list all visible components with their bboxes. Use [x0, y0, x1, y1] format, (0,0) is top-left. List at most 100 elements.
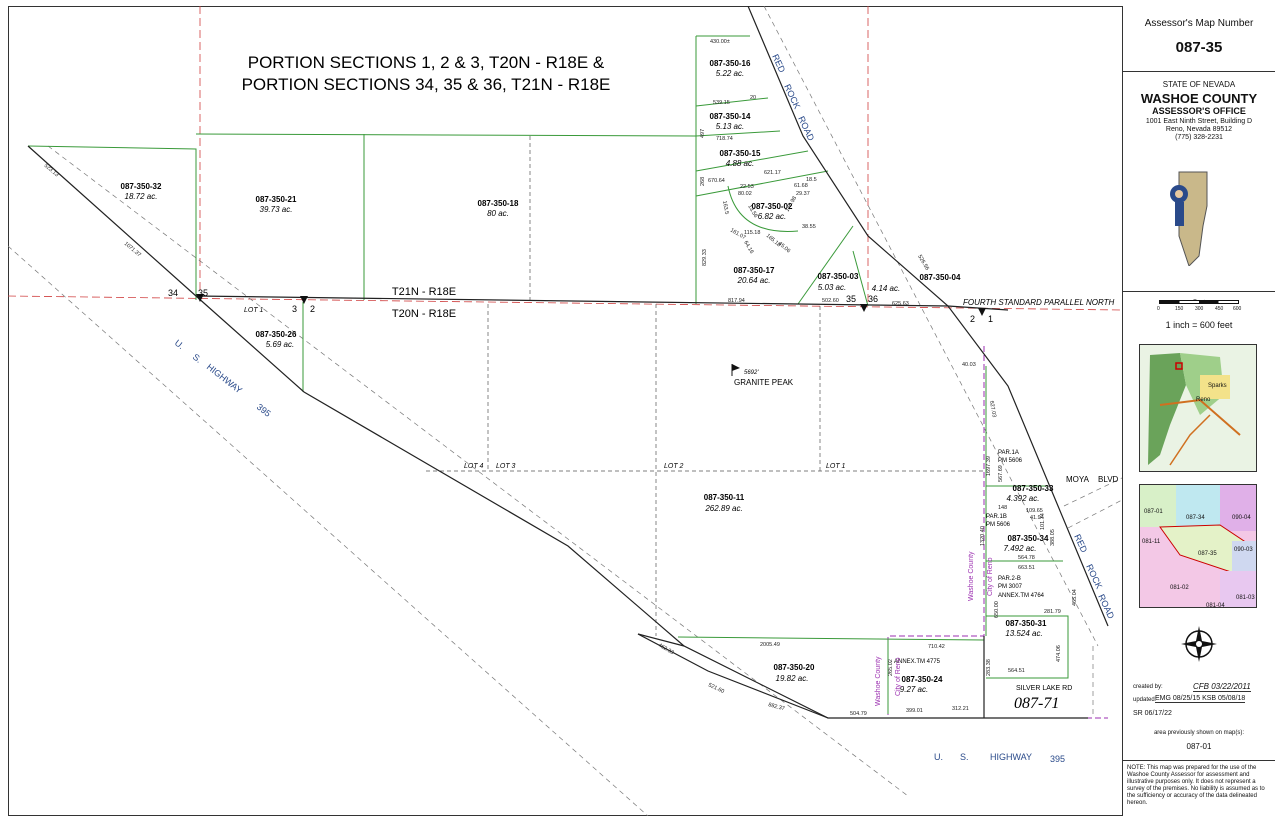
index-map-number[interactable]: 087-35	[1198, 551, 1217, 557]
dimension: 710.42	[928, 644, 945, 650]
annex-label: ANNEX.TM 4775	[894, 659, 941, 665]
parcel-id[interactable]: 087-350-31	[1006, 619, 1047, 628]
parcel-area: 7.492 ac.	[1004, 544, 1037, 553]
parcel-id[interactable]: 087-350-14	[710, 112, 751, 121]
dimension: 621.17	[764, 170, 781, 176]
dimension: 109.65	[1026, 508, 1043, 514]
map-number: 087-35	[1175, 39, 1223, 56]
dimension: 718.74	[716, 136, 733, 142]
updated-label: updated:	[1133, 697, 1157, 703]
par-label: PAR.2-B	[998, 576, 1021, 582]
previous-map-value: 087-01	[1186, 742, 1212, 751]
dimension: 430.00±	[710, 39, 730, 45]
road-lines	[27, 6, 1109, 719]
county-boundary-label: Washoe County	[875, 656, 882, 706]
parcel-area: 262.89 ac.	[704, 504, 742, 513]
adjacent-map-number[interactable]: 087-71	[1014, 695, 1059, 712]
index-map-number[interactable]: 090-04	[1232, 515, 1251, 521]
parcel-map[interactable]: PORTION SECTIONS 1, 2 & 3, T20N - R18E &…	[8, 6, 1122, 816]
highway-label: S.	[960, 752, 969, 762]
parcel-id[interactable]: 087-350-18	[478, 199, 519, 208]
index-map-number[interactable]: 081-11	[1142, 539, 1161, 545]
parcel-id[interactable]: 087-350-21	[256, 195, 297, 204]
dimension: 29.37	[796, 191, 810, 197]
dimension: 627.03	[988, 400, 997, 418]
parcel-id[interactable]: 087-350-24	[902, 675, 943, 684]
section-number: 34	[168, 288, 178, 298]
parcel-id[interactable]: 087-350-03	[818, 272, 859, 281]
dimension: 539.15	[713, 100, 730, 106]
parcel-id[interactable]: 087-350-15	[720, 149, 761, 158]
par-label: PAR.1A	[998, 450, 1019, 456]
parcel-labels[interactable]: 087-350-32 18.72 ac. 087-350-21 39.73 ac…	[121, 59, 1054, 694]
parcel-id[interactable]: 087-350-02	[752, 202, 793, 211]
dimension: 521.60	[707, 682, 725, 695]
city-boundary-label: City of Reno	[987, 557, 994, 596]
dimension: 650.00	[994, 601, 1000, 618]
index-map-number[interactable]: 090-03	[1234, 547, 1253, 553]
dimension: 523.13	[43, 163, 60, 178]
section-number: 36	[868, 294, 878, 304]
previous-map-label: area previously shown on map(s):	[1153, 730, 1245, 736]
section-lines	[8, 6, 1122, 311]
road-label-moya: MOYA	[1066, 475, 1090, 484]
highway-label: S.	[191, 352, 204, 365]
dimension: 20	[750, 95, 756, 101]
parcel-id[interactable]: 087-350-32	[121, 182, 162, 191]
parcel-id[interactable]: 087-350-26	[256, 330, 297, 339]
previous-map-box: area previously shown on map(s): 087-01	[1123, 730, 1275, 760]
dimension: 474.06	[1056, 645, 1062, 662]
map-number-label: Assessor's Map Number	[1144, 18, 1254, 29]
index-map-number[interactable]: 081-03	[1236, 595, 1255, 601]
dimension: 283.38	[986, 659, 992, 676]
parcel-id[interactable]: 087-350-33	[1013, 484, 1054, 493]
dimension: 268	[700, 177, 706, 186]
granite-peak-flag-icon	[731, 364, 740, 376]
parcel-id[interactable]: 087-350-16	[710, 59, 751, 68]
parcel-lines	[27, 35, 1069, 714]
dimension: 399.01	[906, 708, 923, 714]
dimension: 564.78	[1018, 555, 1035, 561]
parcel-area: 9.27 ac.	[900, 685, 928, 694]
parcel-id[interactable]: 087-350-04	[920, 273, 961, 282]
lot-label: LOT 1	[826, 463, 846, 470]
index-map-number[interactable]: 087-34	[1186, 515, 1205, 521]
parcel-id[interactable]: 087-350-34	[1008, 534, 1049, 543]
county-label: WASHOE COUNTY	[1140, 91, 1258, 106]
dimension: 817.94	[728, 298, 745, 304]
dimension-labels: 523.13 1071.37 430.00± 539.15 20 718.74 …	[43, 39, 1078, 717]
road-label-red-rock: ROCK	[782, 83, 802, 111]
dimension: 22.53	[740, 184, 754, 190]
road-label-red-rock: ROAD	[1096, 593, 1116, 621]
pm-label: PM 3007	[998, 584, 1023, 590]
annex-label: ANNEX.TM 4764	[998, 593, 1045, 599]
parcel-area: 80 ac.	[487, 209, 509, 218]
dimension: 1320.40	[980, 526, 986, 546]
highway-label: 395	[255, 402, 273, 419]
dimension: 625.63	[892, 301, 909, 307]
dimension: 41.94	[1030, 515, 1044, 521]
lot-label: LOT 2	[664, 463, 684, 470]
address-line-1: 1001 East Ninth Street, Building D	[1145, 118, 1253, 125]
scale-tick: 300	[1195, 306, 1204, 312]
parcel-area: 20.64 ac.	[737, 276, 771, 285]
revision-box: created by: CFB 03/22/2011 updated: EMG …	[1123, 678, 1275, 722]
office-box: STATE OF NEVADA WASHOE COUNTY ASSESSOR'S…	[1123, 72, 1275, 306]
parcel-area: 4.14 ac.	[872, 284, 900, 293]
county-boundary-label: Washoe County	[968, 551, 975, 601]
highway-label: HIGHWAY	[990, 752, 1032, 762]
parcel-id[interactable]: 087-350-17	[734, 266, 775, 275]
index-map-number[interactable]: 081-02	[1170, 585, 1189, 591]
parcel-id[interactable]: 087-350-11	[704, 493, 745, 502]
section-number: 35	[198, 288, 208, 298]
index-map-number[interactable]: 081-04	[1206, 603, 1225, 609]
index-map-number[interactable]: 087-01	[1144, 509, 1163, 515]
index-map[interactable]: 087-01 087-34 090-04 081-11 087-35 090-0…	[1139, 484, 1257, 609]
parcel-area: 18.72 ac.	[125, 192, 158, 201]
parcel-area: 5.03 ac.	[818, 283, 846, 292]
scale-box: 0 150 300 450 600 1 inch = 600 feet	[1123, 292, 1275, 336]
highway-label: HIGHWAY	[205, 362, 244, 396]
dimension: 265.02	[888, 659, 894, 676]
parcel-id[interactable]: 087-350-20	[774, 663, 815, 672]
map-title-line-1: PORTION SECTIONS 1, 2 & 3, T20N - R18E &	[248, 53, 605, 72]
